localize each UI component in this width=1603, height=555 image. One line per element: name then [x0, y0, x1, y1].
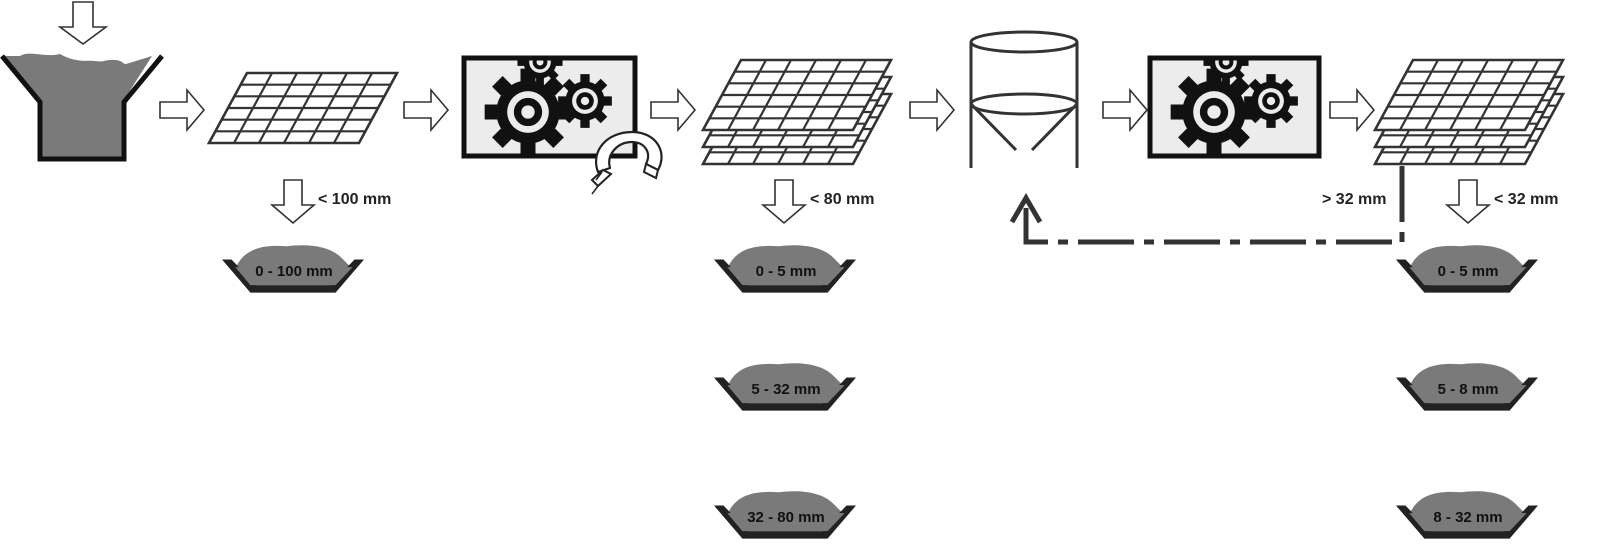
- screen-icon: [1372, 58, 1566, 166]
- stockpile-label: 5 - 8 mm: [1438, 381, 1499, 398]
- stockpile-icon: 0 - 5 mm: [714, 245, 856, 293]
- stockpile-icon: 5 - 32 mm: [714, 363, 856, 411]
- down-arrow: [269, 179, 317, 225]
- recycle-line: [1009, 166, 1405, 245]
- screen2-pass-label: < 80 mm: [810, 191, 874, 208]
- down-arrow: [1444, 179, 1492, 225]
- crusher-icon: [461, 55, 638, 159]
- stockpile-label: 0 - 100 mm: [255, 263, 333, 280]
- stockpile-icon: 5 - 8 mm: [1396, 363, 1538, 411]
- silo-icon: [969, 30, 1079, 168]
- crusher-icon: [1147, 55, 1322, 159]
- stockpile-label: 0 - 5 mm: [1438, 263, 1499, 280]
- screen-icon: [700, 58, 894, 166]
- stockpile-label: 32 - 80 mm: [747, 509, 825, 526]
- stockpile-label: 0 - 5 mm: [756, 263, 817, 280]
- stockpile-icon: 32 - 80 mm: [714, 491, 856, 539]
- screen-icon: [206, 71, 400, 145]
- feed-arrow: [57, 1, 109, 45]
- flow-arrow: [1102, 87, 1149, 133]
- flow-arrow: [650, 87, 697, 133]
- magnet-icon: [590, 130, 663, 195]
- stockpile-icon: 8 - 32 mm: [1396, 491, 1538, 539]
- flow-arrow: [159, 87, 206, 133]
- stockpile-icon: 0 - 5 mm: [1396, 245, 1538, 293]
- screen1-pass-label: < 100 mm: [318, 191, 391, 208]
- stockpile-label: 8 - 32 mm: [1433, 509, 1502, 526]
- screen3-pass-label: < 32 mm: [1494, 191, 1558, 208]
- hopper-icon: [0, 53, 164, 162]
- stockpile-label: 5 - 32 mm: [751, 381, 820, 398]
- flow-arrow: [909, 87, 956, 133]
- down-arrow: [760, 179, 808, 225]
- stockpile-icon: 0 - 100 mm: [222, 245, 364, 293]
- flow-arrow: [1329, 87, 1376, 133]
- flow-arrow: [403, 87, 450, 133]
- screen3-oversize-label: > 32 mm: [1322, 191, 1386, 208]
